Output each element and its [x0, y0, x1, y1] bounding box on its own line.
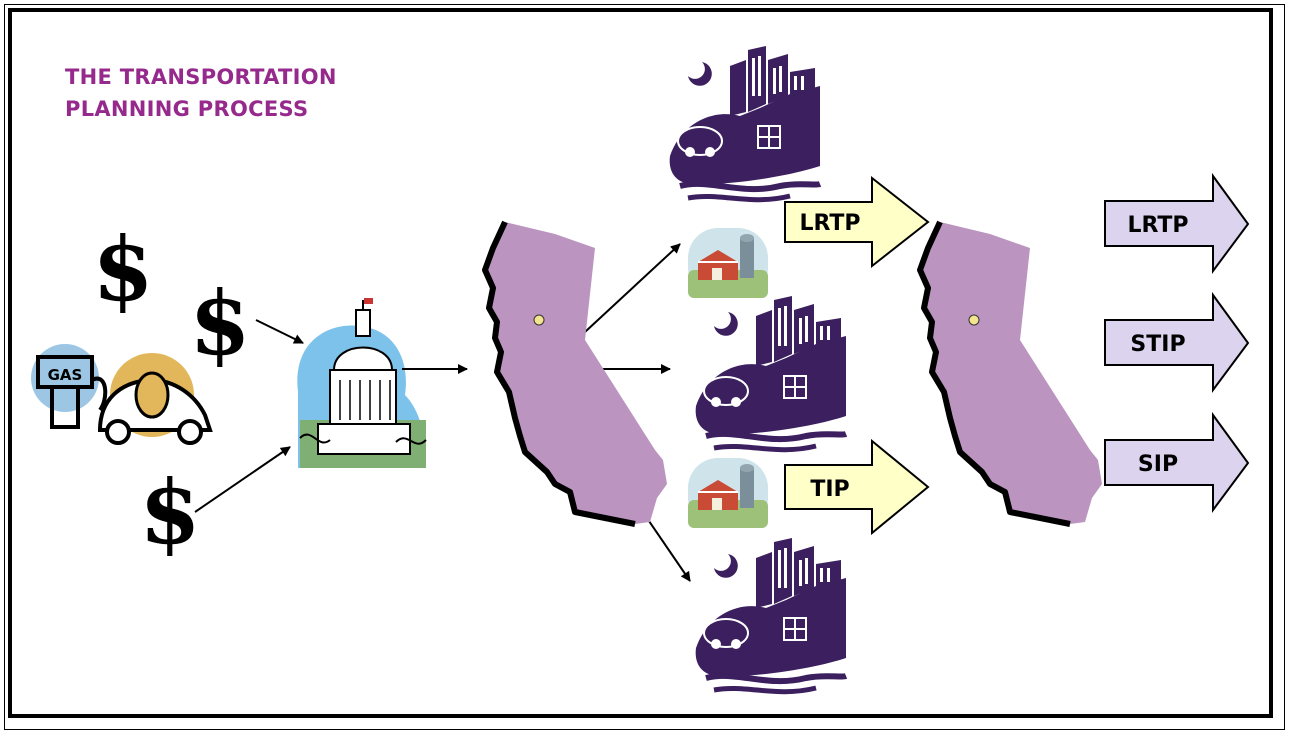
flow-arrow-label: LRTP: [799, 211, 860, 236]
dollar-sign-icon: [188, 270, 252, 376]
flow-arrow-lrtp: LRTP: [784, 175, 930, 269]
city-icon: [696, 538, 846, 692]
flow-arrow-label: TIP: [810, 477, 849, 502]
city-icon: [696, 296, 846, 450]
output-arrow-label: LRTP: [1127, 213, 1188, 238]
page-title: THE TRANSPORTATION PLANNING PROCESS: [65, 62, 337, 125]
output-arrow-label: SIP: [1138, 452, 1178, 477]
output-arrow-stip: STIP: [1104, 291, 1250, 394]
inner-frame: [8, 8, 1273, 718]
farm-icon: [687, 457, 769, 529]
arrow-dollar-to-capitol: [255, 319, 304, 344]
title-line-1: THE TRANSPORTATION: [65, 65, 337, 89]
farm-icon: [687, 227, 769, 299]
outer-frame: [4, 4, 1285, 730]
california-map-icon: [485, 222, 667, 524]
city-icon: [670, 46, 820, 200]
dollar-sign-icon: [138, 459, 202, 565]
title-line-2: PLANNING PROCESS: [65, 96, 309, 121]
california-map-icon: [920, 222, 1102, 524]
gas-car-icon: GAS: [31, 344, 213, 445]
gas-sign-label: GAS: [48, 366, 83, 384]
arrow-dollar-to-capitol: [194, 446, 291, 513]
capitol-icon: [297, 298, 427, 468]
output-arrow-lrtp: LRTP: [1104, 172, 1250, 275]
dollar-sign-icon: [91, 216, 155, 322]
flow-arrow-tip: TIP: [784, 438, 930, 536]
output-arrow-sip: SIP: [1104, 411, 1250, 514]
output-arrow-label: STIP: [1130, 332, 1185, 357]
